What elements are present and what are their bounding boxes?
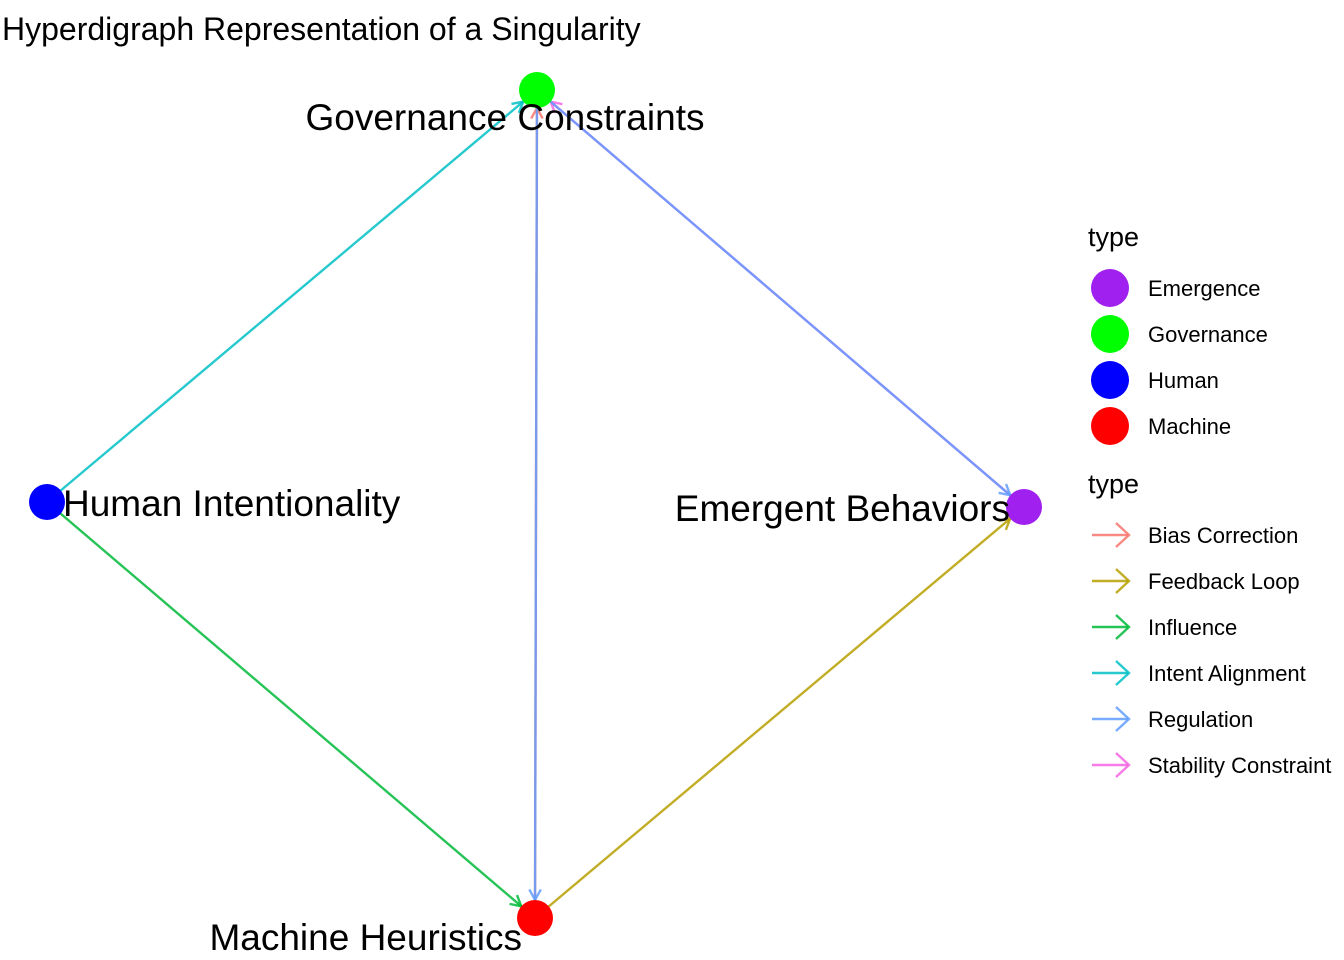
- legend-edge-label: Feedback Loop: [1148, 569, 1300, 594]
- legend-node-swatch: [1091, 315, 1129, 353]
- legend-node-label: Governance: [1148, 322, 1268, 347]
- edge-regulation-gov-machine: [528, 89, 542, 903]
- node-label-emergent: Emergent Behaviors: [675, 488, 1010, 529]
- legend-edge-arrow-icon: [1092, 568, 1131, 594]
- node-human: [29, 484, 65, 520]
- node-label-human: Human Intentionality: [63, 483, 401, 524]
- legend-edge-arrow-icon: [1092, 660, 1131, 686]
- legend-edge-bias-correction: Bias Correction: [1092, 522, 1298, 548]
- legend-edge-arrow-icon: [1092, 614, 1131, 640]
- legend-edge-arrow-icon: [1092, 706, 1131, 732]
- legend-edge-label: Influence: [1148, 615, 1237, 640]
- legend-edge-influence: Influence: [1092, 614, 1237, 640]
- edge-regulation-gov-emergent: [536, 89, 1013, 497]
- edges-layer: [46, 89, 1025, 919]
- legend-node-label: Emergence: [1148, 276, 1261, 301]
- legend-edge-label: Stability Constraint: [1148, 753, 1331, 778]
- legend-node-title: type: [1088, 222, 1139, 252]
- legend-edge-stability-constraint: Stability Constraint: [1092, 752, 1331, 778]
- node-gov: [519, 72, 555, 108]
- node-label-machine: Machine Heuristics: [209, 917, 522, 958]
- legend-node-swatch: [1091, 269, 1129, 307]
- legend-node-swatch: [1091, 361, 1129, 399]
- legend-node-governance: Governance: [1091, 315, 1268, 353]
- legend-edge-label: Intent Alignment: [1148, 661, 1306, 686]
- node-label-gov: Governance Constraints: [306, 97, 705, 138]
- legend-edge-regulation: Regulation: [1092, 706, 1253, 732]
- edge-influence-human-machine: [46, 501, 524, 908]
- legend-edge-intent-alignment: Intent Alignment: [1092, 660, 1306, 686]
- edge-intent-alignment-human-gov: [46, 99, 526, 503]
- legend-edge-label: Bias Correction: [1148, 523, 1298, 548]
- legend-node-machine: Machine: [1091, 407, 1231, 445]
- legend-node-label: Machine: [1148, 414, 1231, 439]
- diagram-title: Hyperdigraph Representation of a Singula…: [2, 11, 641, 47]
- legend-node-label: Human: [1148, 368, 1219, 393]
- node-machine: [517, 900, 553, 936]
- nodes-layer: [29, 72, 1042, 936]
- legend-node-human: Human: [1091, 361, 1219, 399]
- node-emergent: [1006, 489, 1042, 525]
- legend-edge-arrow-icon: [1092, 752, 1131, 778]
- legend-edge-arrow-icon: [1092, 522, 1131, 548]
- edge-feedback-loop-machine-emergent: [534, 516, 1013, 919]
- legend-node-swatch: [1091, 407, 1129, 445]
- legend-node-emergence: Emergence: [1091, 269, 1261, 307]
- legend-edge-label: Regulation: [1148, 707, 1253, 732]
- legend-edge-feedback-loop: Feedback Loop: [1092, 568, 1300, 594]
- legend-edge-title: type: [1088, 469, 1139, 499]
